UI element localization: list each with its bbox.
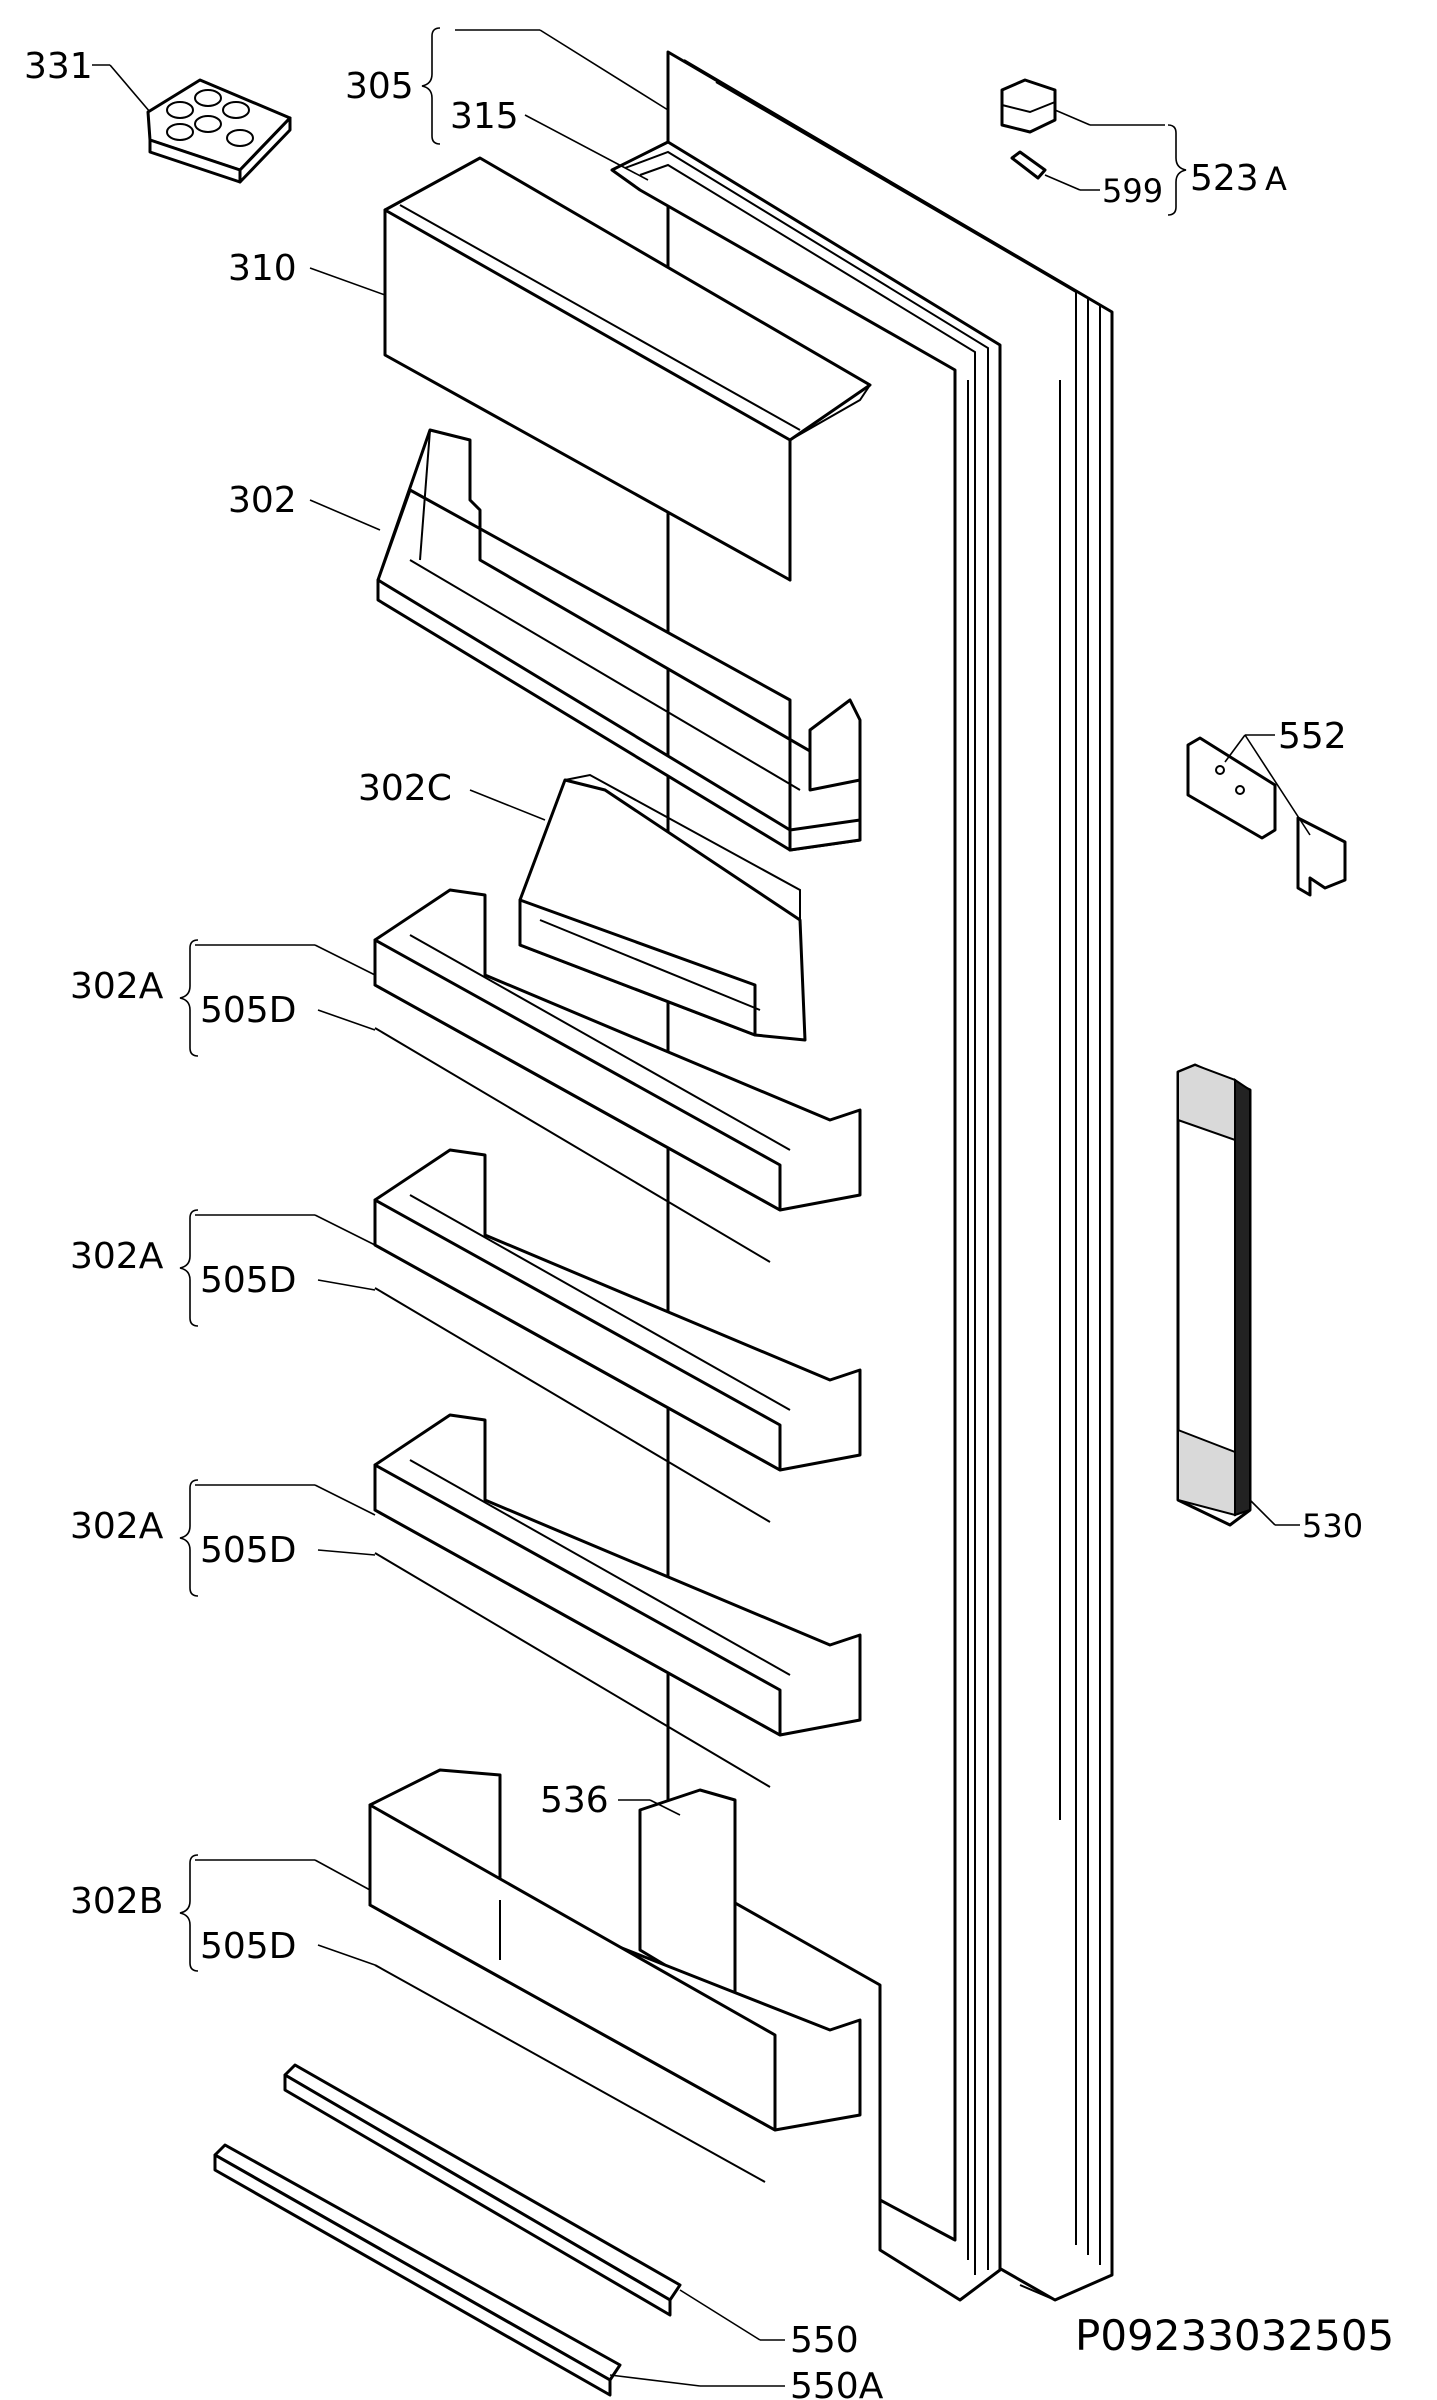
shelf-flap-lid xyxy=(383,156,872,582)
label-505d-2: 505D xyxy=(200,1260,296,1301)
door-handle xyxy=(1176,1063,1252,1527)
label-505d-1: 505D xyxy=(200,990,296,1031)
door-shelf-302b xyxy=(368,1768,862,2183)
door-gasket xyxy=(610,140,1061,2302)
label-523a-suffix: A xyxy=(1265,160,1287,198)
label-302: 302 xyxy=(228,480,297,521)
drawing-code: P09233032505 xyxy=(1075,2311,1394,2360)
hinge-bracket xyxy=(1186,736,1347,897)
label-331: 331 xyxy=(24,46,93,87)
door-shelf-302a-3 xyxy=(373,1413,862,1788)
door-shelf-302a-2 xyxy=(373,1148,862,1523)
label-550: 550 xyxy=(790,2320,859,2361)
label-302a-1: 302A xyxy=(70,966,164,1007)
leader-lines xyxy=(92,27,1311,2387)
label-523a: 523 xyxy=(1190,158,1259,199)
label-302b: 302B xyxy=(70,1881,163,1922)
door-shelf-302 xyxy=(376,428,862,852)
hinge-cap xyxy=(1000,78,1057,134)
bottom-rail-550a xyxy=(213,2143,622,2397)
egg-tray xyxy=(146,78,292,184)
bottom-rail-550 xyxy=(283,2063,682,2317)
label-305: 305 xyxy=(345,66,414,107)
label-536: 536 xyxy=(540,1780,609,1821)
label-302a-3: 302A xyxy=(70,1506,164,1547)
door-box-302c xyxy=(518,773,807,1042)
label-550a: 550A xyxy=(790,2366,884,2400)
label-505d-4: 505D xyxy=(200,1926,296,1967)
label-552: 552 xyxy=(1278,716,1347,757)
label-530: 530 xyxy=(1302,1507,1363,1545)
label-505d-3: 505D xyxy=(200,1530,296,1571)
hinge-pin xyxy=(1010,150,1047,180)
door-shelf-302a-1 xyxy=(373,888,862,1263)
label-310: 310 xyxy=(228,248,297,289)
label-315: 315 xyxy=(450,96,519,137)
label-302a-2: 302A xyxy=(70,1236,164,1277)
label-302c: 302C xyxy=(358,768,452,809)
part-labels: 331 305 315 310 302 302C 302A 505D 302A … xyxy=(24,46,1394,2400)
label-599: 599 xyxy=(1102,172,1163,210)
